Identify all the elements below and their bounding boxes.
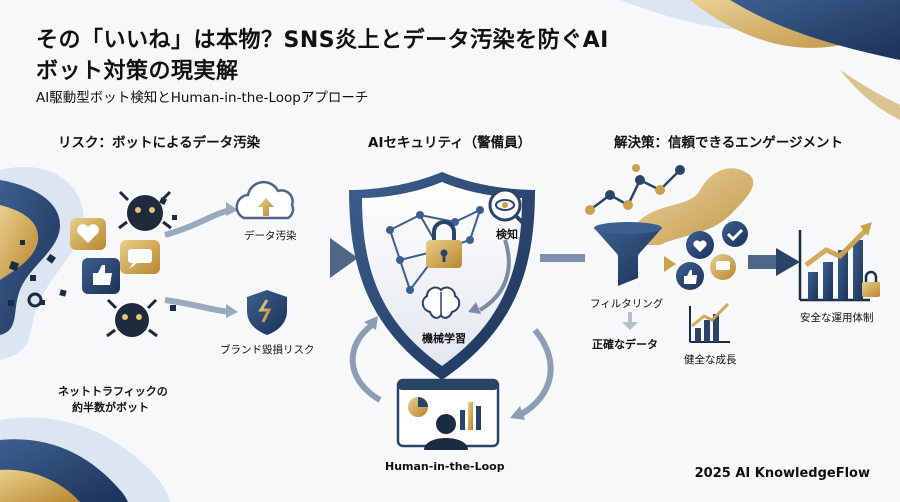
brand-risk-label: ブランド毀損リスク bbox=[220, 344, 315, 356]
shield-icon bbox=[349, 172, 535, 380]
bot-icon bbox=[106, 298, 158, 338]
user-icon bbox=[424, 414, 468, 450]
chat-icon bbox=[120, 240, 160, 274]
security-heading: AIセキュリティ（警備員） bbox=[368, 135, 532, 151]
lock-icon bbox=[426, 220, 462, 268]
data-points bbox=[585, 164, 685, 215]
filter-down-arrow bbox=[622, 312, 638, 330]
solution-arrow bbox=[748, 248, 800, 276]
heart-icon bbox=[70, 218, 106, 250]
detection-label: 検知 bbox=[496, 228, 518, 241]
healthy-growth-label: 健全な成長 bbox=[684, 354, 737, 366]
gold-stream bbox=[632, 168, 754, 245]
data-pollution-label: データ汚染 bbox=[244, 230, 297, 242]
footer-credit: 2025 AI KnowledgeFlow bbox=[694, 466, 870, 481]
page-title-line-1: その「いいね」は本物？SNS炎上とデータ汚染を防ぐAI bbox=[36, 28, 609, 53]
broken-shield-icon bbox=[247, 290, 287, 335]
traffic-note-line-2: 約半数がボット bbox=[72, 401, 149, 414]
bot-particles bbox=[8, 197, 177, 311]
machine-learning-label: 機械学習 bbox=[422, 332, 466, 345]
solution-heading: 解決策：信頼できるエンゲージメント bbox=[614, 135, 843, 151]
engagement-icons bbox=[676, 221, 748, 290]
small-lock-icon bbox=[862, 270, 880, 297]
healthy-growth-chart-icon bbox=[689, 302, 730, 343]
cloud-upload-icon bbox=[235, 180, 295, 220]
risk-arrows bbox=[164, 202, 358, 318]
traffic-note-line-1: ネットトラフィックの bbox=[58, 385, 168, 398]
growth-chart-icon bbox=[798, 222, 872, 302]
top-right-waves bbox=[620, 0, 900, 120]
safe-operation-label: 安全な運用体制 bbox=[800, 312, 874, 324]
page-title-line-2: ボット対策の現実解 bbox=[36, 59, 239, 84]
feedback-loop-arrows bbox=[349, 316, 554, 420]
risk-heading: リスク：ボットによるデータ汚染 bbox=[58, 135, 261, 151]
left-waves bbox=[0, 166, 170, 502]
detection-return-arrow bbox=[468, 239, 511, 314]
human-in-the-loop-label: Human-in-the-Loop bbox=[385, 460, 505, 473]
brain-icon bbox=[421, 286, 461, 319]
dashboard-icon bbox=[396, 378, 500, 448]
accurate-data-label: 正確なデータ bbox=[592, 338, 658, 351]
page-subtitle: AI駆動型ボット検知とHuman-in-the-Loopアプローチ bbox=[36, 90, 369, 106]
filtering-label: フィルタリング bbox=[590, 298, 664, 310]
funnel-output-arrow bbox=[645, 256, 676, 272]
eye-icon bbox=[488, 188, 528, 228]
bot-icon bbox=[118, 190, 172, 231]
thumbs-up-icon bbox=[82, 258, 120, 294]
gear-icon bbox=[27, 292, 43, 308]
funnel-icon bbox=[594, 222, 662, 286]
